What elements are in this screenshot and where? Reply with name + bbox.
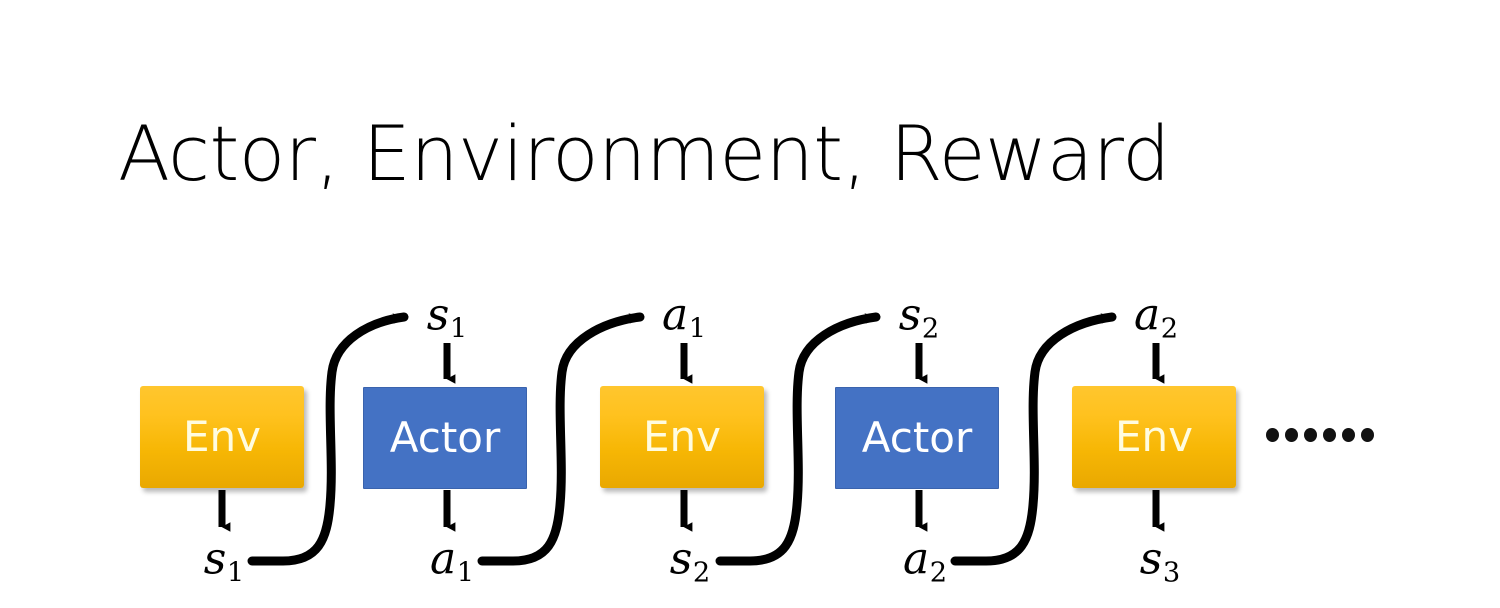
- actor-box-2-label: Actor: [861, 413, 973, 462]
- bottom-label-action-2: a2: [903, 537, 948, 589]
- down-arrows-into-box: [443, 343, 1165, 384]
- env-box-1-label: Env: [182, 412, 261, 461]
- bottom-label-state-1-base: s: [203, 533, 227, 585]
- bottom-label-action-2-base: a: [902, 533, 930, 585]
- top-label-state-1: s1: [427, 293, 468, 345]
- top-label-action-1-sub: 1: [688, 313, 707, 345]
- bottom-label-state-3-sub: 3: [1162, 557, 1181, 589]
- top-label-state-1-sub: 1: [449, 313, 468, 345]
- ellipsis-dot: [1361, 428, 1374, 442]
- top-label-state-2: s2: [899, 293, 940, 345]
- top-label-state-2-base: s: [898, 289, 922, 341]
- bottom-label-state-2-sub: 2: [692, 557, 711, 589]
- top-label-action-2-sub: 2: [1160, 313, 1179, 345]
- ellipsis-dot: [1266, 428, 1279, 442]
- top-label-state-2-sub: 2: [921, 313, 940, 345]
- actor-box-1[interactable]: Actor: [363, 387, 527, 489]
- env-box-2[interactable]: Env: [600, 386, 764, 488]
- bottom-label-state-1: s1: [204, 537, 245, 589]
- bottom-label-action-1-sub: 1: [456, 557, 475, 589]
- bottom-label-action-2-sub: 2: [929, 557, 948, 589]
- bottom-label-state-3-base: s: [1139, 533, 1163, 585]
- bottom-label-state-2: s2: [670, 537, 711, 589]
- ellipsis-dot: [1304, 428, 1317, 442]
- ellipsis-dot: [1285, 428, 1298, 442]
- down-arrows-out-of-box: [218, 490, 1165, 532]
- bottom-label-state-1-sub: 1: [226, 557, 245, 589]
- top-label-action-1: a1: [662, 293, 707, 345]
- top-label-state-1-base: s: [426, 289, 450, 341]
- ellipsis-dot: [1323, 428, 1336, 442]
- bottom-label-action-1: a1: [430, 537, 475, 589]
- env-box-2-label: Env: [642, 412, 721, 461]
- bottom-label-state-2-base: s: [669, 533, 693, 585]
- actor-box-2[interactable]: Actor: [835, 387, 999, 489]
- env-box-3[interactable]: Env: [1072, 386, 1236, 488]
- bottom-label-state-3: s3: [1140, 537, 1181, 589]
- top-label-action-2: a2: [1134, 293, 1179, 345]
- page-title: Actor, Environment, Reward: [118, 109, 1170, 198]
- bottom-label-action-1-base: a: [429, 533, 457, 585]
- env-box-3-label: Env: [1114, 412, 1193, 461]
- env-box-1[interactable]: Env: [140, 386, 304, 488]
- continuation-ellipsis: [1266, 428, 1374, 442]
- top-label-action-1-base: a: [661, 289, 689, 341]
- actor-box-1-label: Actor: [389, 413, 501, 462]
- ellipsis-dot: [1342, 428, 1355, 442]
- top-label-action-2-base: a: [1133, 289, 1161, 341]
